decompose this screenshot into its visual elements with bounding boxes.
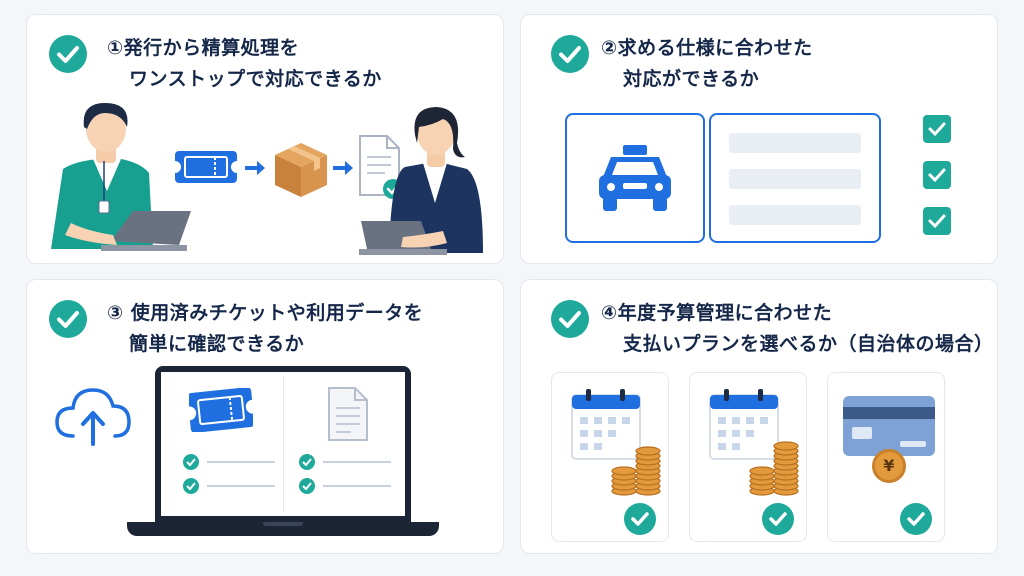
taxi-panel	[565, 113, 705, 243]
check-icon	[551, 35, 589, 73]
ticket-icon	[175, 151, 237, 183]
document-icon	[328, 387, 368, 441]
spec-form-panel	[709, 113, 881, 243]
card-title: ④年度予算管理に合わせた 支払いプランを選べるか（自治体の場合）	[601, 298, 994, 360]
title-line-2: ワンストップで対応できるか	[129, 68, 382, 90]
laptop-notch	[263, 522, 303, 526]
spec-field	[729, 169, 861, 189]
package-icon	[275, 143, 327, 197]
taxi-icon	[599, 145, 671, 211]
calendar-icon	[709, 389, 779, 460]
checkbox-checked-icon	[923, 161, 951, 189]
arrow-right-icon	[333, 161, 353, 175]
coin-stack-icon	[611, 446, 661, 496]
check-icon	[49, 35, 87, 73]
spec-field	[729, 133, 861, 153]
plan-option-3: ¥	[827, 372, 945, 542]
female-worker-illustration	[359, 107, 483, 255]
yen-coin-icon: ¥	[872, 449, 906, 483]
title-line-2: 対応ができるか	[623, 68, 760, 90]
screen-divider	[283, 376, 284, 512]
card-one-stop: ①発行から精算処理を ワンストップで対応できるか	[26, 14, 504, 264]
laptop-base	[127, 522, 439, 536]
card-payment-plan: ④年度予算管理に合わせた 支払いプランを選べるか（自治体の場合）	[520, 279, 998, 554]
card-title: ①発行から精算処理を ワンストップで対応できるか	[107, 33, 382, 95]
checkbox-checked-icon	[923, 115, 951, 143]
card-custom-spec: ②求める仕様に合わせた 対応ができるか	[520, 14, 998, 264]
check-icon	[551, 300, 589, 338]
credit-card-icon	[843, 396, 935, 456]
arrow-right-icon	[245, 161, 265, 175]
card-usage-check: ③ 使用済みチケットや利用データを 簡単に確認できるか	[26, 279, 504, 554]
check-icon	[900, 503, 932, 535]
coin-stack-icon	[749, 441, 799, 496]
laptop-screen	[161, 372, 405, 516]
spec-field	[729, 205, 861, 225]
check-icon	[762, 503, 794, 535]
ticket-icon	[189, 388, 253, 432]
title-line-1: ①発行から精算処理を	[107, 37, 300, 59]
plan-option-2	[689, 372, 807, 542]
male-worker-illustration	[51, 103, 191, 251]
title-line-1: ③ 使用済みチケットや利用データを	[107, 302, 424, 324]
plan-option-1	[551, 372, 669, 542]
title-line-2: 支払いプランを選べるか（自治体の場合）	[623, 333, 994, 355]
title-line-2: 簡単に確認できるか	[129, 333, 305, 355]
checklist-right	[299, 454, 391, 494]
checkbox-checked-icon	[923, 207, 951, 235]
checklist-left	[183, 454, 275, 494]
check-icon	[49, 300, 87, 338]
cloud-upload-icon	[55, 388, 131, 446]
laptop-icon	[155, 366, 411, 522]
calendar-icon	[571, 389, 641, 460]
title-line-1: ②求める仕様に合わせた	[601, 37, 813, 59]
check-icon	[624, 503, 656, 535]
card-title: ③ 使用済みチケットや利用データを 簡単に確認できるか	[107, 298, 423, 360]
card-title: ②求める仕様に合わせた 対応ができるか	[601, 33, 813, 95]
title-line-1: ④年度予算管理に合わせた	[601, 302, 833, 324]
